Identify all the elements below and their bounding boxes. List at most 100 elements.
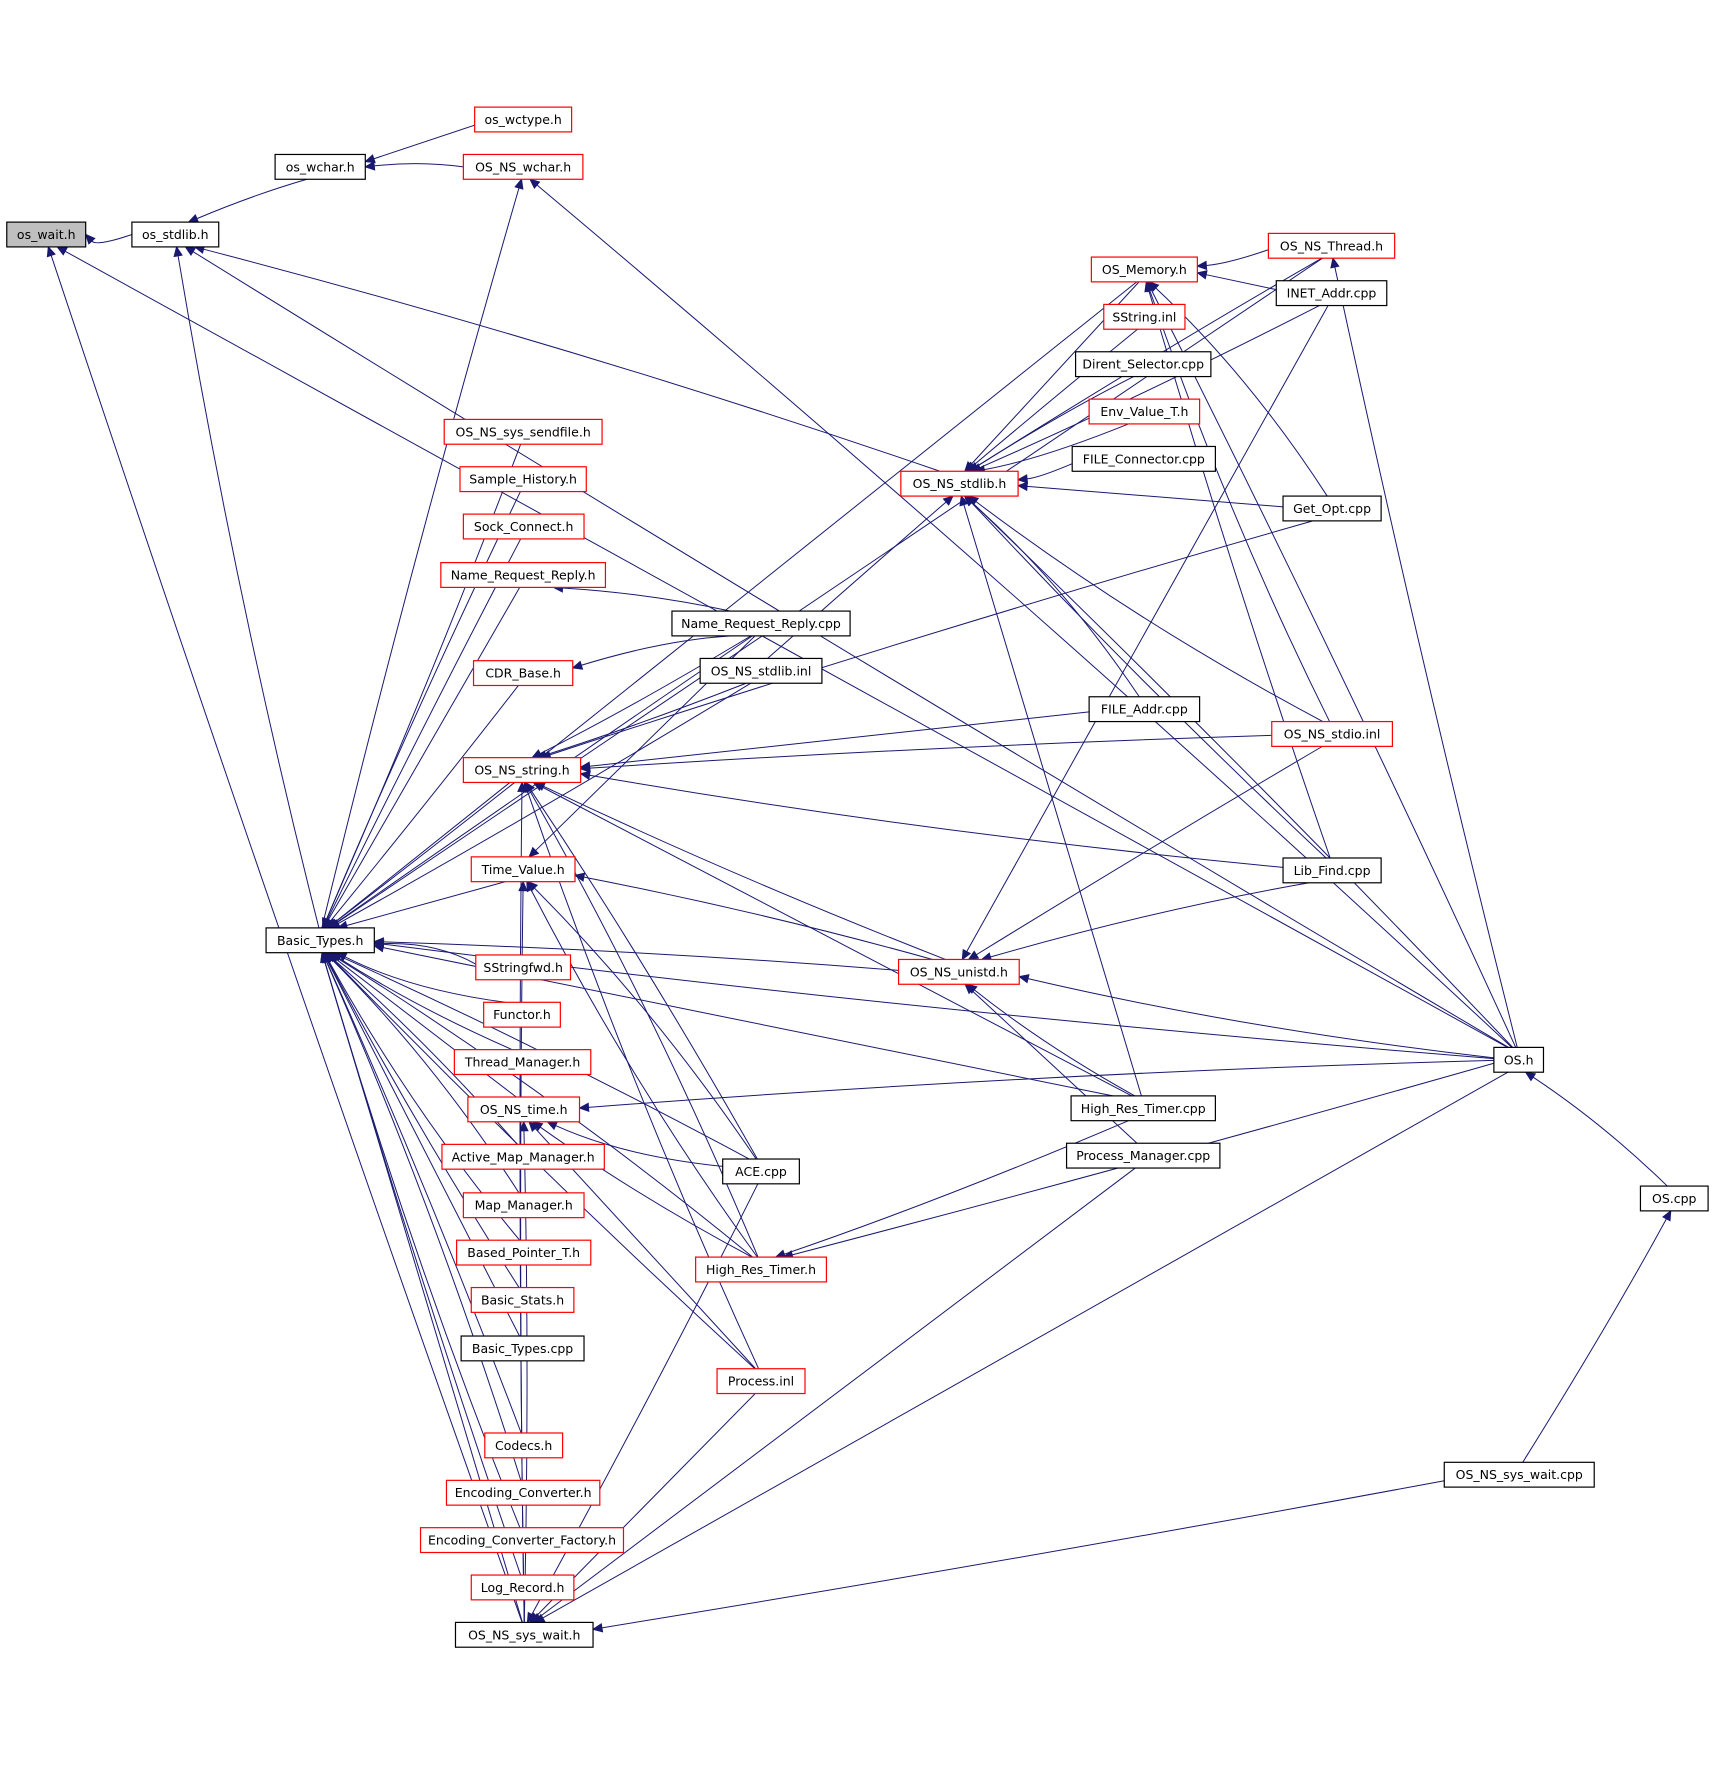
node-encoding-converter-h[interactable]: Encoding_Converter.h [445,1479,601,1506]
node-label: os_wchar.h [286,159,355,174]
node-box [1271,720,1394,747]
edge-line [334,957,517,1098]
node-inet-addr-cpp[interactable]: INET_Addr.cpp [1275,280,1388,307]
node-get-opt-cpp[interactable]: Get_Opt.cpp [1282,495,1382,522]
node-os-ns-stdio-inl[interactable]: OS_NS_stdio.inl [1271,720,1394,747]
node-based-pointer-t-h[interactable]: Based_Pointer_T.h [456,1239,592,1266]
node-thread-manager-h[interactable]: Thread_Manager.h [453,1049,592,1076]
node-ace-cpp[interactable]: ACE.cpp [722,1158,800,1185]
node-sock-connect-h[interactable]: Sock_Connect.h [462,513,585,540]
edge-arrowhead [942,495,954,506]
node-encoding-converter-factory-h[interactable]: Encoding_Converter_Factory.h [419,1527,625,1554]
node-codecs-h[interactable]: Codecs.h [484,1432,564,1459]
node-log-record-h[interactable]: Log_Record.h [470,1574,575,1601]
node-name-request-reply-h[interactable]: Name_Request_Reply.h [440,561,607,589]
edge-line [1027,978,1494,1059]
node-os-ns-sys-wait-cpp[interactable]: OS_NS_sys_wait.cpp [1443,1461,1595,1488]
edge-line [589,774,1284,868]
node-sstringfwd-h[interactable]: SStringfwd.h [475,954,572,981]
node-os-ns-thread-h[interactable]: OS_NS_Thread.h [1267,232,1396,259]
dependency-edge [767,495,954,659]
edge-line [330,685,519,922]
edge-arrowhead [1018,974,1030,984]
dependency-edge [531,1121,753,1258]
dependency-edge [964,983,1138,1144]
node-process-inl[interactable]: Process.inl [716,1368,806,1395]
edge-arrowhead [964,983,976,995]
node-name-request-reply-cpp[interactable]: Name_Request_Reply.cpp [671,610,851,637]
node-dirent-selector-cpp[interactable]: Dirent_Selector.cpp [1074,351,1212,378]
node-label: OS.h [1504,1052,1534,1067]
edge-arrowhead [579,763,591,773]
node-os-ns-sys-wait-h[interactable]: OS_NS_sys_wait.h [454,1621,594,1648]
node-os-ns-stdlib-inl[interactable]: OS_NS_stdlib.inl [699,657,823,684]
node-sample-history-h[interactable]: Sample_History.h [459,466,587,493]
edge-line [562,587,731,612]
node-box [900,470,1019,497]
node-os-ns-time-h[interactable]: OS_NS_time.h [467,1096,581,1123]
dependency-edge [84,233,133,245]
dependency-edge [532,781,1133,1097]
node-os-ns-sys-sendfile-h[interactable]: OS_NS_sys_sendfile.h [443,418,603,445]
node-high-res-timer-h[interactable]: High_Res_Timer.h [695,1256,828,1283]
dependency-edge [967,745,1323,961]
node-basic-types-cpp[interactable]: Basic_Types.cpp [460,1335,585,1362]
dependency-edge [571,635,732,670]
node-os-ns-wchar-h[interactable]: OS_NS_wchar.h [462,153,584,180]
node-box [470,856,576,883]
node-box [1065,1142,1221,1169]
node-os-memory-h[interactable]: OS_Memory.h [1090,256,1198,283]
dependency-edge [1330,256,1518,1048]
node-label: OS_NS_string.h [474,763,569,778]
edge-line [971,501,1514,1048]
node-file-connector-cpp[interactable]: FILE_Connector.cpp [1071,445,1216,472]
dependency-edge [966,983,1136,1097]
edge-arrowhead [320,951,330,964]
edge-arrowhead [373,943,385,953]
node-map-manager-h[interactable]: Map_Manager.h [462,1192,585,1219]
node-os-ns-string-h[interactable]: OS_NS_string.h [462,757,582,784]
node-os-wait-h[interactable]: os_wait.h [6,221,87,248]
node-process-manager-cpp[interactable]: Process_Manager.cpp [1065,1142,1221,1169]
node-os-wchar-h[interactable]: os_wchar.h [274,153,366,180]
node-label: OS_NS_sys_wait.cpp [1456,1467,1583,1482]
node-os-ns-unistd-h[interactable]: OS_NS_unistd.h [897,958,1020,985]
node-time-value-h[interactable]: Time_Value.h [470,856,576,883]
node-os-wctype-h[interactable]: os_wctype.h [474,106,573,133]
node-lib-find-cpp[interactable]: Lib_Find.cpp [1282,857,1382,884]
dependency-edge [963,495,1140,698]
edge-arrowhead [364,154,376,164]
node-active-map-manager-h[interactable]: Active_Map_Manager.h [441,1143,605,1170]
edge-line [990,882,1310,958]
node-basic-stats-h[interactable]: Basic_Stats.h [470,1286,575,1313]
node-os-ns-stdlib-h[interactable]: OS_NS_stdlib.h [900,470,1019,497]
dependency-edge [591,1480,1445,1633]
edge-line [334,782,515,923]
node-functor-h[interactable]: Functor.h [483,1001,561,1028]
node-basic-types-h[interactable]: Basic_Types.h [265,927,375,954]
node-env-value-t-h[interactable]: Env_Value_T.h [1088,398,1201,425]
node-box [440,561,607,589]
node-label: OS_NS_Thread.h [1280,238,1383,253]
dependency-edge [1524,1071,1668,1187]
node-high-res-timer-cpp[interactable]: High_Res_Timer.cpp [1070,1095,1216,1122]
node-sstring-inl[interactable]: SString.inl [1103,303,1186,330]
node-file-addr-cpp[interactable]: FILE_Addr.cpp [1088,696,1201,723]
edge-line [325,960,522,1481]
dependency-edge [321,178,524,929]
edge-line [64,250,1508,1048]
node-os-h[interactable]: OS.h [1493,1046,1545,1073]
edge-line [536,184,1513,1048]
edge-arrowhead [1196,270,1208,280]
node-label: OS_NS_stdlib.h [913,476,1007,491]
node-os-stdlib-h[interactable]: os_stdlib.h [131,221,220,248]
node-cdr-base-h[interactable]: CDR_Base.h [472,660,574,687]
edge-arrowhead [518,880,528,892]
node-os-cpp[interactable]: OS.cpp [1639,1185,1709,1212]
edge-line [530,889,758,1258]
node-label: OS.cpp [1652,1191,1697,1206]
edge-arrowhead [967,950,980,961]
edge-arrowhead [1662,1209,1672,1222]
node-box [419,1527,625,1554]
dependency-edge [1016,481,1284,508]
